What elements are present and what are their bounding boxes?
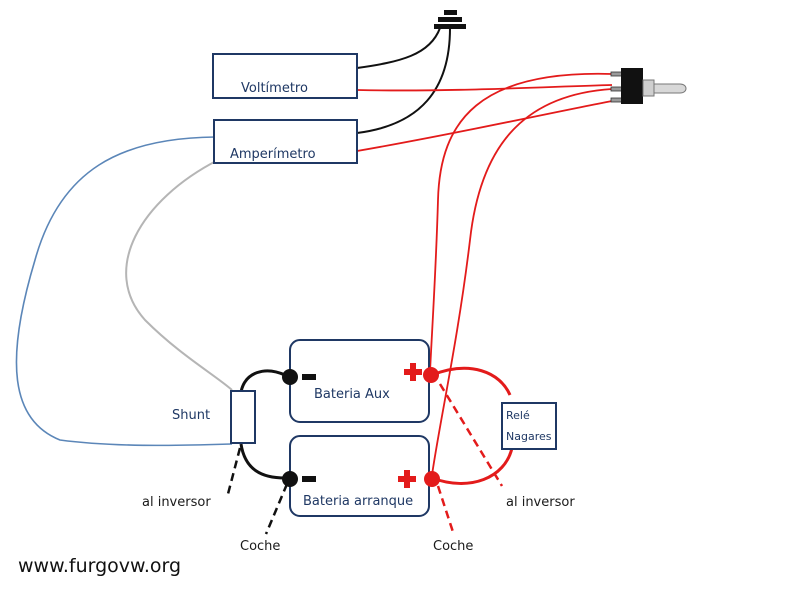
watermark-text: www.furgovw.org	[18, 555, 181, 577]
rele-label-line1: Relé	[506, 409, 530, 422]
blue-signal-wire	[15, 136, 233, 447]
shunt-to-arranque-negative-cable	[239, 443, 286, 480]
coche-right-label: Coche	[433, 539, 473, 554]
plus-icon	[398, 470, 416, 488]
bateria-arranque-positive-terminal	[424, 471, 440, 487]
toggle-switch-icon[interactable]	[610, 68, 687, 104]
al-inversor-left-lead	[226, 447, 242, 495]
minus-icon	[302, 374, 316, 380]
voltimetro-ground-wire	[356, 27, 441, 69]
coche-left-lead	[264, 483, 289, 535]
bateria-aux-box	[289, 339, 430, 423]
shunt-to-aux-negative-cable	[239, 369, 286, 393]
shunt-box	[230, 390, 256, 444]
rele-label-line2: Nagares	[506, 430, 552, 443]
voltimetro-label: Voltímetro	[241, 81, 308, 96]
bateria-arranque-label: Bateria arranque	[303, 494, 413, 509]
arranque-positive-to-rele-cable	[431, 447, 514, 485]
voltimetro-box	[212, 53, 358, 99]
amperimetro-box	[213, 119, 358, 164]
coche-right-lead	[436, 485, 455, 533]
bateria-aux-positive-terminal	[423, 367, 439, 383]
switch-to-bateria-arranque-wire	[431, 88, 613, 476]
amperimetro-label: Amperímetro	[230, 147, 316, 162]
voltimetro-to-switch-wire	[356, 84, 613, 92]
minus-icon	[302, 476, 316, 482]
al-inversor-left-label: al inversor	[142, 495, 211, 510]
rele-box	[501, 402, 557, 450]
switch-to-bateria-aux-wire	[429, 72, 613, 373]
bateria-arranque-negative-terminal	[282, 471, 298, 487]
gray-signal-wire	[125, 159, 233, 391]
shunt-label: Shunt	[172, 408, 210, 423]
amperimetro-ground-wire	[356, 27, 451, 134]
ground-icon	[434, 10, 466, 29]
amperimetro-to-switch-wire	[356, 100, 613, 152]
coche-left-label: Coche	[240, 539, 280, 554]
al-inversor-right-label: al inversor	[506, 495, 575, 510]
al-inversor-right-lead	[438, 383, 504, 487]
aux-positive-to-rele-cable	[431, 366, 512, 396]
bateria-aux-negative-terminal	[282, 369, 298, 385]
bateria-aux-label: Bateria Aux	[314, 387, 390, 402]
plus-icon	[404, 363, 422, 381]
